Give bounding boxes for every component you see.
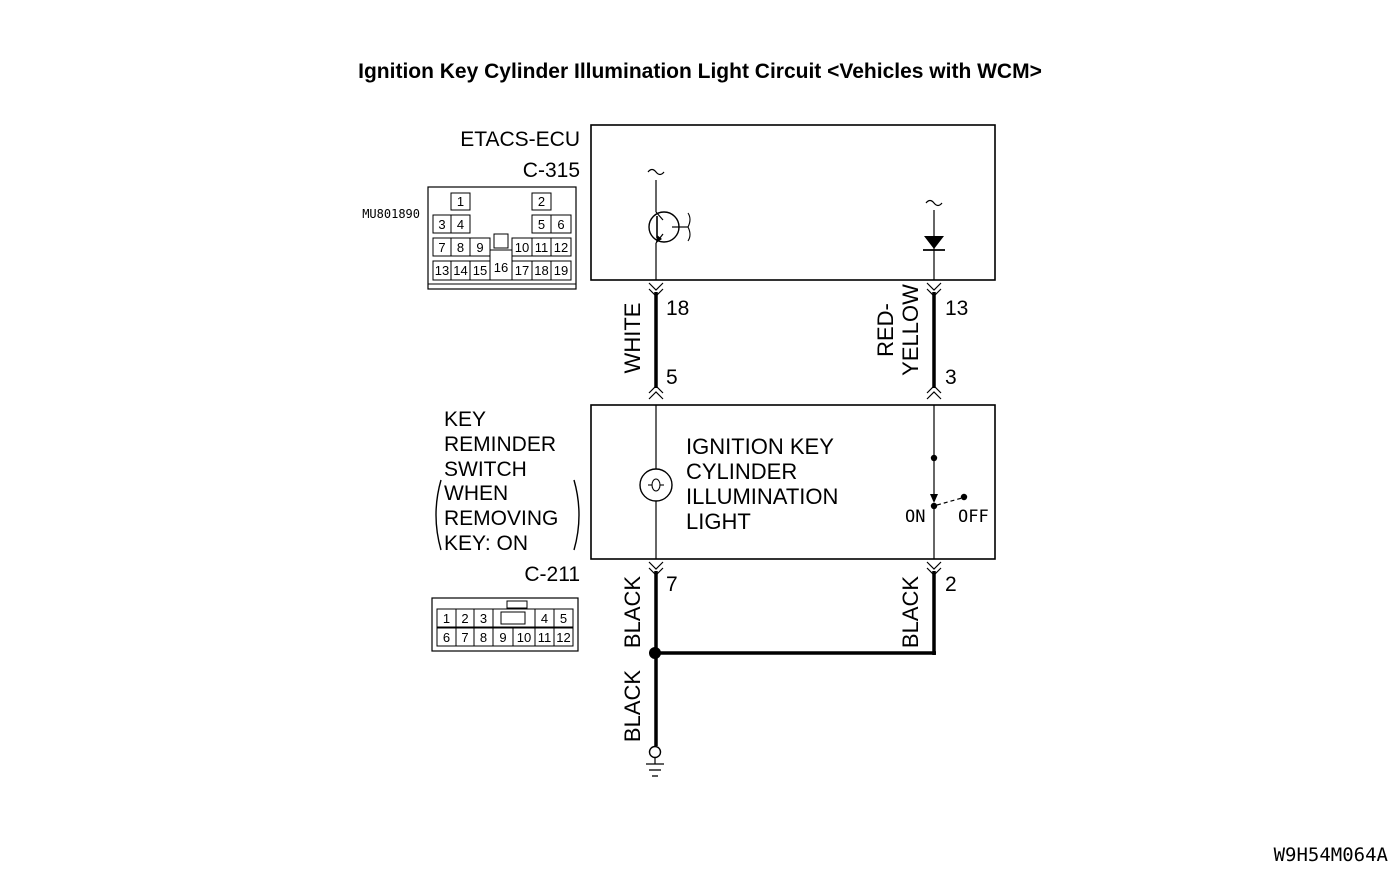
c211-pin: 4 xyxy=(541,611,548,626)
ecu-name: ETACS-ECU xyxy=(460,128,580,151)
diagram-code: W9H54M064A xyxy=(1274,844,1389,866)
light-label-line1: IGNITION KEY xyxy=(686,434,834,459)
ecu-pin: 14 xyxy=(453,263,467,278)
left-parenthesis xyxy=(435,479,442,551)
switch-on-label: ON xyxy=(905,507,925,527)
ecu-connector-face: 1 2 3 4 5 6 7 8 9 10 11 12 13 14 15 xyxy=(427,186,577,290)
ecu-pin: 7 xyxy=(438,240,445,255)
ecu-pin: 8 xyxy=(457,240,464,255)
right-parenthesis xyxy=(573,479,580,551)
wire-red-yellow: RED- YELLOW 13 3 xyxy=(873,282,968,400)
wire-black-ground: BLACK xyxy=(620,670,664,777)
pin-5: 5 xyxy=(666,366,678,389)
etacs-ecu-block: ETACS-ECU C-315 MU801890 xyxy=(362,124,996,281)
pin-7: 7 xyxy=(666,573,678,596)
wire-black-right: BLACK 2 xyxy=(655,561,957,655)
ecu-pin: 10 xyxy=(515,240,529,255)
wire-black-left: BLACK 7 xyxy=(620,561,678,746)
switch-label-line1: KEY xyxy=(444,408,486,431)
ecu-box xyxy=(590,124,996,281)
c211-pin: 3 xyxy=(480,611,487,626)
c211-pin: 5 xyxy=(560,611,567,626)
pin-3: 3 xyxy=(945,366,957,389)
ecu-pin: 18 xyxy=(534,263,548,278)
c211-pin: 10 xyxy=(517,630,531,645)
transistor-symbol xyxy=(647,168,691,280)
wire-color-black-ground: BLACK xyxy=(620,670,645,742)
switch-off-label: OFF xyxy=(958,507,989,527)
light-label-line3: ILLUMINATION xyxy=(686,484,838,509)
wire-color-yellow: YELLOW xyxy=(898,284,923,376)
light-label-line4: LIGHT xyxy=(686,509,751,534)
ecu-pin: 2 xyxy=(538,194,545,209)
pin-13: 13 xyxy=(945,297,968,320)
c211-pin: 2 xyxy=(461,611,468,626)
c211-pin: 8 xyxy=(480,630,487,645)
c211-pin: 1 xyxy=(443,611,450,626)
ecu-pin: 17 xyxy=(515,263,529,278)
ecu-pin: 1 xyxy=(457,194,464,209)
switch-contact-symbol: ON OFF xyxy=(905,405,989,559)
switch-box xyxy=(590,404,996,560)
diode-symbol xyxy=(923,199,945,280)
ecu-pin: 12 xyxy=(554,240,568,255)
c211-pin: 7 xyxy=(461,630,468,645)
ecu-pin: 5 xyxy=(538,217,545,232)
wire-color-black-left: BLACK xyxy=(620,576,645,648)
switch-label-line3: SWITCH xyxy=(444,458,527,481)
ecu-pin: 19 xyxy=(554,263,568,278)
wire-color-red: RED- xyxy=(873,303,898,357)
ecu-connector-label: C-315 xyxy=(523,159,580,182)
switch-connector-face: 1 2 3 4 5 6 7 8 9 10 11 12 xyxy=(431,597,579,652)
c211-pin: 12 xyxy=(556,630,570,645)
pin-18: 18 xyxy=(666,297,689,320)
switch-label-line2: REMINDER xyxy=(444,433,556,456)
ecu-pin: 9 xyxy=(476,240,483,255)
switch-connector-label: C-211 xyxy=(524,563,580,586)
switch-label-line4: WHEN xyxy=(444,482,508,505)
ecu-pin: 15 xyxy=(473,263,487,278)
light-label-line2: CYLINDER xyxy=(686,459,797,484)
ground-icon xyxy=(646,745,664,777)
diagram-title: Ignition Key Cylinder Illumination Light… xyxy=(358,60,1042,83)
ecu-pin: 11 xyxy=(535,240,549,255)
switch-label-line6: KEY: ON xyxy=(444,532,528,555)
wire-white: WHITE 18 5 xyxy=(620,282,689,400)
lamp-symbol xyxy=(639,405,673,559)
ecu-pin: 6 xyxy=(557,217,564,232)
c211-pin: 11 xyxy=(538,630,552,645)
ecu-pin: 13 xyxy=(435,263,449,278)
ecu-pin: 3 xyxy=(438,217,445,232)
pin-2: 2 xyxy=(945,573,957,596)
ecu-part-number: MU801890 xyxy=(362,207,420,221)
switch-label-line5: REMOVING xyxy=(444,507,558,530)
c211-pin: 9 xyxy=(499,630,506,645)
ecu-pin: 4 xyxy=(457,217,464,232)
wire-color-black-right: BLACK xyxy=(898,576,923,648)
c211-pin: 6 xyxy=(443,630,450,645)
key-reminder-switch-block: KEY REMINDER SWITCH WHEN REMOVING KEY: O… xyxy=(435,404,996,586)
ecu-pin: 16 xyxy=(494,260,508,275)
wire-color-white: WHITE xyxy=(620,303,645,374)
